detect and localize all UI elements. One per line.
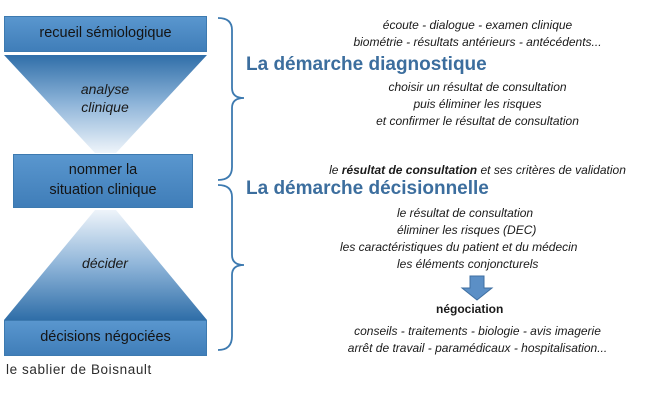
diagnostic-step-2: puis éliminer les risques <box>413 97 542 111</box>
nommer-situation-box: nommer la situation clinique <box>13 154 193 208</box>
decisional-step-2: éliminer les risques (DEC) <box>397 223 537 237</box>
hourglass-caption: le sablier de Boisnault <box>6 362 152 377</box>
negotiation-outcomes: conseils - traitements - biologie - avis… <box>300 323 655 357</box>
validation-suffix: et ses critères de validation <box>477 163 626 177</box>
diagnostic-inputs: écoute - dialogue - examen clinique biom… <box>300 17 655 51</box>
negotiation-outcomes-line-2: arrêt de travail - paramédicaux - hospit… <box>347 341 608 355</box>
recueil-label: recueil sémiologique <box>39 25 172 42</box>
validation-prefix: le <box>329 163 342 177</box>
recueil-semiologique-box: recueil sémiologique <box>4 16 207 52</box>
decisional-heading: La démarche décisionnelle <box>246 178 489 199</box>
diagnostic-steps: choisir un résultat de consultation puis… <box>300 79 655 130</box>
decisions-negociees-box: décisions négociées <box>4 320 207 356</box>
decisional-steps: le résultat de consultation éliminer les… <box>340 205 577 273</box>
decider-label: décider <box>55 254 155 272</box>
diagnostic-step-3: et confirmer le résultat de consultation <box>376 114 579 128</box>
decider-text: décider <box>82 255 128 271</box>
nommer-box-bg <box>13 154 193 208</box>
decision-funnel <box>4 210 207 320</box>
decisional-step-4: les éléments conjoncturels <box>397 257 539 271</box>
decisional-step-3: les caractéristiques du patient et du mé… <box>340 240 578 254</box>
diagnostic-inputs-line-1: écoute - dialogue - examen clinique <box>382 18 573 32</box>
decisional-step-1: le résultat de consultation <box>397 206 534 220</box>
recueil-box-bg <box>4 16 207 52</box>
nommer-line-2: situation clinique <box>49 182 157 198</box>
analyse-clinique-label: analyse clinique <box>55 80 155 116</box>
diagnostic-brace <box>217 17 245 181</box>
analysis-funnel <box>4 55 207 153</box>
nommer-line-1: nommer la <box>68 162 138 179</box>
decisional-brace <box>217 184 245 351</box>
analyse-line-1: analyse <box>80 81 130 97</box>
decisions-box-bg <box>4 320 207 356</box>
diagnostic-inputs-line-2: biométrie - résultats antérieurs - antéc… <box>353 35 602 49</box>
negotiation-label: négociation <box>436 302 504 316</box>
negotiation-arrow <box>460 275 494 301</box>
validation-line: le résultat de consultation et ses critè… <box>300 162 655 179</box>
analyse-line-2: clinique <box>81 99 129 116</box>
negotiation-outcomes-line-1: conseils - traitements - biologie - avis… <box>354 324 601 338</box>
validation-bold: résultat de consultation <box>341 163 478 177</box>
diagnostic-step-1: choisir un résultat de consultation <box>388 80 567 94</box>
diagnostic-heading: La démarche diagnostique <box>246 54 487 75</box>
decisions-label: décisions négociées <box>40 329 171 346</box>
